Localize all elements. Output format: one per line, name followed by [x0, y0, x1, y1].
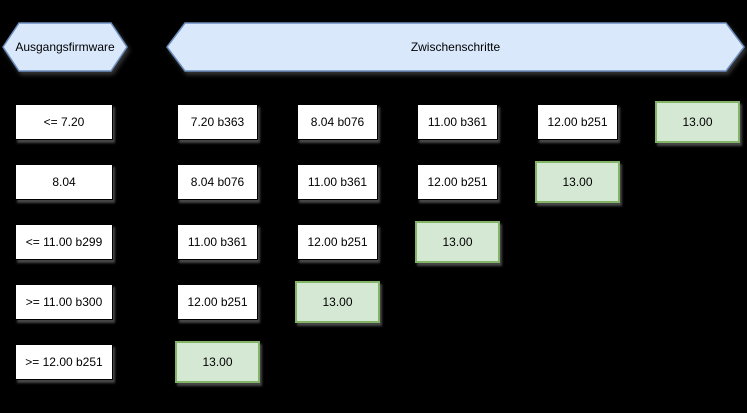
intermediate-step-box: 11.00 b361	[297, 164, 378, 200]
intermediate-step-box: 7.20 b363	[177, 104, 258, 140]
source-firmware-box: <= 7.20	[15, 104, 113, 140]
intermediate-step-box: 12.00 b251	[297, 224, 378, 260]
final-firmware-box: 13.00	[415, 221, 500, 263]
source-firmware-box: <= 11.00 b299	[15, 224, 113, 260]
source-firmware-box: >= 12.00 b251	[15, 344, 113, 380]
header-hexagon-source: Ausgangsfirmware	[2, 22, 128, 72]
hexagon-shape	[166, 22, 745, 72]
source-header-label: Ausgangsfirmware	[15, 40, 115, 54]
intermediate-step-box: 12.00 b251	[177, 284, 258, 320]
final-firmware-box: 13.00	[295, 281, 380, 323]
source-firmware-box: >= 11.00 b300	[15, 284, 113, 320]
final-firmware-box: 13.00	[535, 161, 620, 203]
intermediate-step-box: 12.00 b251	[537, 104, 618, 140]
steps-header-label: Zwischenschritte	[410, 40, 501, 54]
intermediate-step-box: 8.04 b076	[177, 164, 258, 200]
intermediate-step-box: 11.00 b361	[177, 224, 258, 260]
source-firmware-box: 8.04	[15, 164, 113, 200]
intermediate-step-box: 11.00 b361	[417, 104, 498, 140]
final-firmware-box: 13.00	[175, 341, 260, 383]
hexagon-shape	[2, 22, 128, 72]
intermediate-step-box: 12.00 b251	[417, 164, 498, 200]
header-hexagon-steps: Zwischenschritte	[166, 22, 745, 72]
intermediate-step-box: 8.04 b076	[297, 104, 378, 140]
final-firmware-box: 13.00	[655, 101, 740, 143]
